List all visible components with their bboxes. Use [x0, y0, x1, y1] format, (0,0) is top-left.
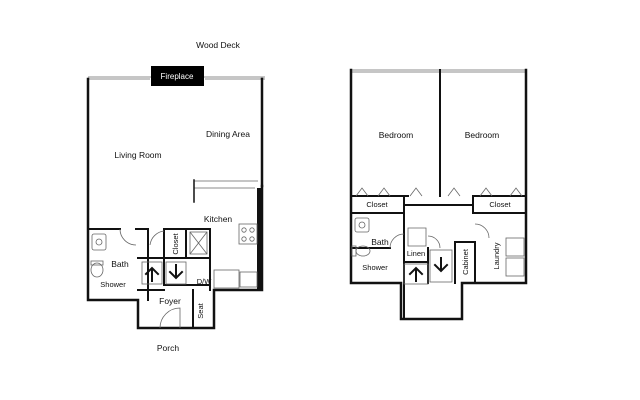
upper-stairs-up [403, 263, 429, 285]
upper-arrow-up-icon [408, 266, 424, 282]
bath-sink [91, 233, 107, 251]
upper-arrow-down-icon [433, 257, 449, 273]
upper-outer-wall [349, 68, 528, 321]
label-shower-main: Shower [100, 280, 126, 289]
label-bedroom-left: Bedroom [379, 130, 414, 140]
kitchen-counter [193, 180, 258, 200]
label-bedroom-right: Bedroom [465, 130, 500, 140]
stairs-up [141, 261, 163, 285]
front-door [159, 307, 181, 329]
main-outer-wall [86, 77, 264, 330]
label-dining-area: Dining Area [206, 129, 250, 139]
stove [238, 223, 258, 245]
upper-floor: Bedroom Bedroom Closet Closet Bath Showe… [349, 68, 528, 321]
fireplace-label: Fireplace [161, 72, 194, 81]
sink-counter [213, 269, 240, 289]
label-closet-left: Closet [366, 200, 388, 209]
fireplace-block [151, 66, 204, 86]
label-porch: Porch [157, 343, 179, 353]
dryer [505, 257, 525, 277]
label-closet-main: Closet [171, 232, 180, 254]
label-linen: Linen [407, 249, 425, 258]
label-bath-upper: Bath [371, 237, 389, 247]
washer [505, 237, 525, 257]
upper-bath-sink [354, 217, 370, 233]
label-laundry: Laundry [492, 242, 501, 269]
main-floor: Fireplace [86, 40, 265, 353]
label-foyer: Foyer [159, 296, 181, 306]
label-kitchen: Kitchen [204, 214, 233, 224]
toilet [90, 262, 104, 278]
label-dw: D/W [197, 277, 213, 286]
label-shower-upper: Shower [362, 263, 388, 272]
label-living-room: Living Room [114, 150, 161, 160]
stairs-down [165, 261, 187, 285]
arrow-down-icon [168, 264, 184, 280]
label-bath-main: Bath [111, 259, 129, 269]
upper-stairs-down [429, 249, 453, 283]
arrow-up-icon [144, 266, 160, 282]
label-closet-right: Closet [489, 200, 511, 209]
label-seat: Seat [196, 302, 205, 318]
label-cabinet: Cabinet [461, 248, 470, 275]
label-wood-deck: Wood Deck [196, 40, 241, 50]
